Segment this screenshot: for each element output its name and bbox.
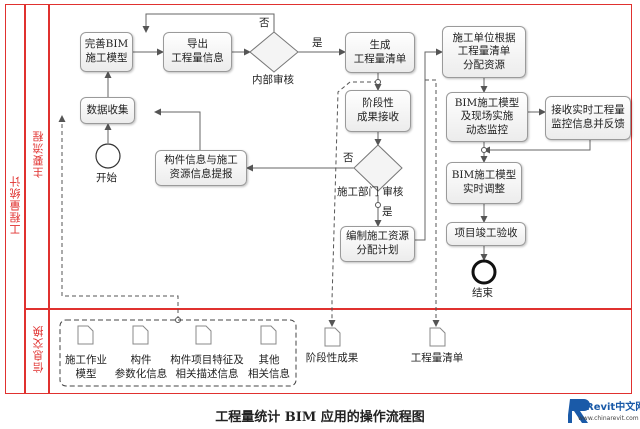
doc-icon-stage-results [324, 327, 341, 347]
node-export-quantity[interactable]: 导出 工程量信息 [163, 32, 232, 72]
node-compile-plan-label: 编制施工资源 分配计划 [346, 230, 409, 256]
node-dept-review-label: 施工部门 审核 [337, 186, 404, 198]
node-generate-list-label: 生成 工程量清单 [353, 38, 407, 65]
node-acceptance-label: 项目竣工验收 [454, 227, 518, 240]
doc-work-model: 施工作业 模型 [65, 354, 107, 380]
diamond-dept-review [353, 144, 403, 192]
node-stage-result-label: 阶段性 成果接收 [357, 97, 399, 123]
node-receive-feedback-label: 接收实时工程量 监控信息并反馈 [551, 104, 625, 130]
lane-divider-horizontal [24, 308, 632, 310]
doc-feature-desc: 构件项目特征及 相关描述信息 [170, 354, 244, 380]
node-data-collect[interactable]: 数据收集 [80, 97, 135, 124]
doc-icon-other-info [260, 325, 277, 345]
edge-label-yes-dept: 是 [382, 206, 393, 218]
node-stage-result[interactable]: 阶段性 成果接收 [345, 90, 411, 132]
node-acceptance[interactable]: 项目竣工验收 [446, 222, 526, 246]
end-circle [471, 259, 497, 285]
edge-feedback-back [483, 140, 591, 154]
lane-divider-inner [48, 4, 50, 394]
node-component-info[interactable]: 构件信息与施工 资源信息提报 [155, 150, 247, 186]
start-circle [95, 143, 121, 169]
doc-stage-results: 阶段性成果 [305, 352, 359, 364]
edge-dashed-stage-docs [328, 81, 378, 327]
junction-dot-1 [375, 79, 381, 85]
junction-dot-3 [375, 202, 381, 208]
logo-url: www.chinarevit.com [578, 415, 639, 422]
edge-dashed-docs-collect [58, 115, 179, 320]
lane-divider-outer [24, 4, 26, 394]
node-perfect-model[interactable]: 完善BIM 施工模型 [80, 32, 133, 72]
doc-icon-param-info [132, 325, 149, 345]
node-perfect-model-label: 完善BIM 施工模型 [84, 38, 129, 64]
doc-icon-quantity-list [429, 327, 446, 347]
node-allocate-label: 施工单位根据 工程量清单 分配资源 [452, 31, 516, 71]
node-dynamic-monitor-label: BIM施工模型 及现场实施 动态监控 [454, 96, 520, 136]
end-label: 结束 [472, 287, 493, 299]
node-allocate[interactable]: 施工单位根据 工程量清单 分配资源 [442, 26, 526, 78]
node-component-info-label: 构件信息与施工 资源信息提报 [164, 154, 238, 180]
edge-label-no-dept: 否 [343, 152, 354, 164]
node-generate-list[interactable]: 生成 工程量清单 [345, 32, 415, 73]
edge-review-no [142, 13, 275, 33]
revit-logo-mark [568, 399, 590, 423]
node-realtime-adjust-label: BIM施工模型 实时调整 [451, 169, 517, 195]
diamond-internal-review [249, 31, 299, 73]
edge-component-collect [154, 108, 201, 150]
node-data-collect-label: 数据收集 [86, 103, 129, 116]
node-receive-feedback[interactable]: 接收实时工程量 监控信息并反馈 [545, 96, 631, 140]
edge-label-no-internal: 否 [259, 17, 270, 29]
node-dynamic-monitor[interactable]: BIM施工模型 及现场实施 动态监控 [446, 92, 528, 142]
revit-logo: Revit中文网 www.chinarevit.com [568, 393, 640, 429]
doc-group-box [59, 319, 297, 387]
doc-param-info: 构件 参数化信息 [114, 354, 168, 380]
edge-label-yes-internal: 是 [312, 37, 323, 49]
node-export-quantity-label: 导出 工程量信息 [171, 38, 224, 64]
start-label: 开始 [96, 172, 117, 184]
logo-brand: Revit中文网 [586, 402, 640, 413]
node-realtime-adjust[interactable]: BIM施工模型 实时调整 [446, 162, 522, 204]
node-compile-plan[interactable]: 编制施工资源 分配计划 [340, 226, 415, 262]
junction-dot-4 [481, 147, 487, 153]
figure-caption: 工程量统计 BIM 应用的操作流程图 [215, 410, 425, 425]
swimlane-frame [5, 4, 632, 394]
doc-quantity-list: 工程量清单 [410, 352, 464, 364]
doc-other-info: 其他 相关信息 [248, 354, 290, 380]
node-internal-review-label: 内部审核 [252, 74, 294, 86]
edge-dashed-list-docs [425, 79, 440, 327]
edge-plan-allocate [415, 48, 443, 241]
doc-icon-work-model [77, 325, 94, 345]
doc-icon-feature-desc [195, 325, 212, 345]
